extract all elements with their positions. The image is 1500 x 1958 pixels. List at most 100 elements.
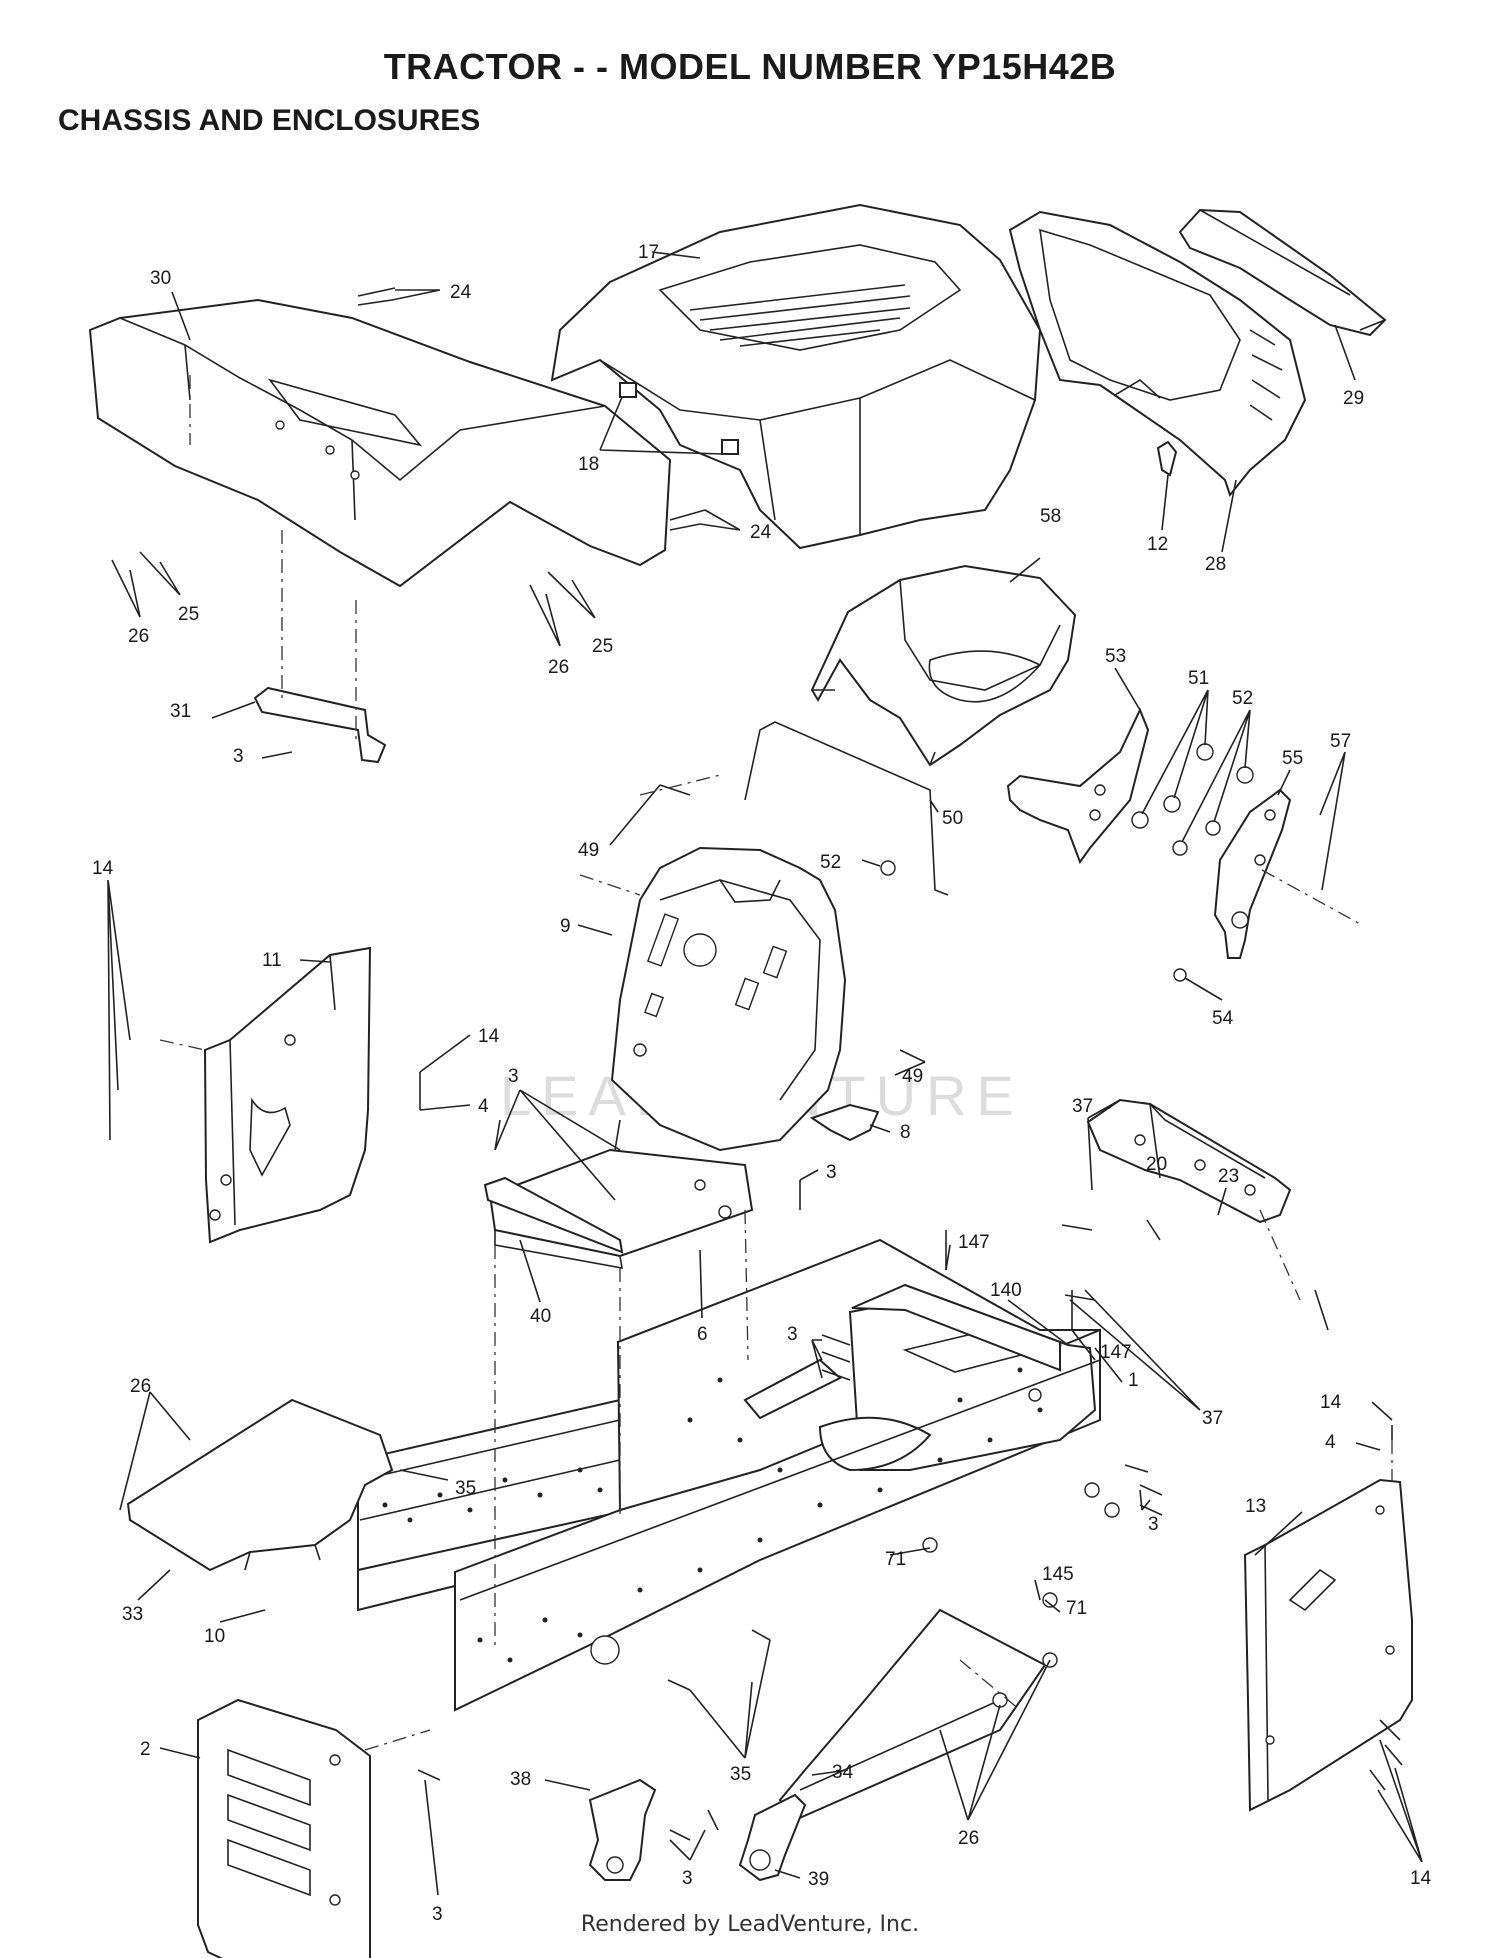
callout-20: 20 — [1146, 1154, 1167, 1175]
callout-26: 26 — [958, 1828, 979, 1849]
callout-17: 17 — [638, 242, 659, 263]
callout-3: 3 — [432, 1904, 443, 1925]
callout-14: 14 — [92, 858, 114, 879]
callout-13: 13 — [1245, 1496, 1266, 1517]
chassis-holes — [382, 1367, 1043, 1665]
callout-25: 25 — [592, 636, 613, 657]
diagram-title: TRACTOR - - MODEL NUMBER YP15H42B — [383, 46, 1117, 87]
part-17-hood — [550, 203, 1042, 550]
part-58-shroud — [810, 564, 1077, 767]
hardware-bolts — [357, 287, 1403, 1841]
callout-30: 30 — [150, 268, 171, 289]
callout-11: 11 — [262, 950, 282, 971]
callout-12: 12 — [1147, 534, 1168, 555]
callout-3: 3 — [787, 1324, 798, 1345]
part-53-bracket — [1006, 707, 1150, 865]
callout-40: 40 — [530, 1306, 551, 1327]
diagram-subtitle: CHASSIS AND ENCLOSURES — [58, 104, 481, 137]
callout-33: 33 — [122, 1604, 143, 1625]
callout-3: 3 — [1148, 1514, 1159, 1535]
callout-39: 39 — [808, 1869, 829, 1890]
part-13-side-panel — [1243, 1478, 1413, 1812]
callout-52: 52 — [1232, 688, 1253, 709]
callout-50: 50 — [942, 808, 963, 829]
callout-38: 38 — [510, 1769, 531, 1790]
callout-57: 57 — [1330, 731, 1351, 752]
part-31-bracket — [253, 686, 387, 764]
callout-18: 18 — [578, 454, 599, 475]
part-12-clip — [1156, 440, 1178, 477]
callout-31: 31 — [170, 701, 191, 722]
callout-147: 147 — [1100, 1342, 1132, 1363]
part-29-nose-cover — [1178, 208, 1387, 337]
callout-9: 9 — [560, 916, 571, 937]
callout-49: 49 — [578, 840, 599, 861]
callout-51: 51 — [1188, 668, 1209, 689]
part-50-rod — [744, 721, 949, 896]
callout-71: 71 — [1066, 1598, 1087, 1619]
callout-28: 28 — [1205, 554, 1226, 575]
callout-3: 3 — [826, 1162, 837, 1183]
callout-26: 26 — [548, 657, 569, 678]
callout-34: 34 — [832, 1762, 854, 1783]
part-18-tab-right — [721, 439, 739, 455]
callout-25: 25 — [178, 604, 199, 625]
part-33-floor-mat — [126, 1398, 394, 1572]
callout-2: 2 — [140, 1739, 151, 1760]
leader-lines — [107, 251, 1423, 1896]
hardware-51-52-nuts-washers — [1131, 743, 1254, 982]
part-39-bracket — [738, 1793, 807, 1882]
callout-49: 49 — [902, 1066, 923, 1087]
callout-37: 37 — [1202, 1408, 1223, 1429]
callout-3: 3 — [233, 746, 244, 767]
part-52-washer-upper — [880, 860, 896, 876]
callout-24: 24 — [450, 282, 472, 303]
part-11-side-panel — [203, 946, 372, 1244]
part-30-fender — [88, 298, 672, 588]
callout-14: 14 — [1410, 1868, 1432, 1889]
part-34-floor-mat — [778, 1608, 1047, 1822]
callout-147: 147 — [958, 1232, 990, 1253]
callout-6: 6 — [697, 1324, 708, 1345]
callout-labels: 17 24 30 29 18 24 12 28 25 26 25 26 58 3… — [92, 242, 1432, 1925]
part-6-floor-plate — [488, 1148, 754, 1269]
part-28-grille-housing — [1008, 210, 1307, 498]
callout-26: 26 — [128, 626, 149, 647]
callout-4: 4 — [1325, 1432, 1336, 1453]
callout-71: 71 — [885, 1549, 906, 1570]
callout-55: 55 — [1282, 748, 1303, 769]
part-20-front-bracket — [1086, 1098, 1292, 1224]
callout-14: 14 — [1320, 1392, 1342, 1413]
callout-1: 1 — [1128, 1370, 1139, 1391]
part-2-grille-plate — [197, 1698, 371, 1958]
callout-14: 14 — [478, 1026, 500, 1047]
part-9-dash-panel — [610, 846, 847, 1152]
part-1-chassis-frame — [357, 1238, 1101, 1712]
callout-53: 53 — [1105, 646, 1126, 667]
alignment-lines — [159, 375, 1393, 1751]
callout-37: 37 — [1072, 1096, 1093, 1117]
part-8-clamp — [809, 1103, 880, 1142]
part-18-tab-left — [619, 382, 637, 398]
callout-3: 3 — [682, 1868, 693, 1889]
callout-10: 10 — [204, 1626, 225, 1647]
callout-145: 145 — [1042, 1564, 1074, 1585]
callout-26: 26 — [130, 1376, 151, 1397]
callout-54: 54 — [1212, 1008, 1234, 1029]
callout-29: 29 — [1343, 388, 1364, 409]
part-40-strip — [483, 1176, 624, 1254]
callout-23: 23 — [1218, 1166, 1239, 1187]
callout-140: 140 — [990, 1280, 1022, 1301]
part-38-bracket — [588, 1778, 657, 1881]
callout-24: 24 — [750, 522, 772, 543]
callout-52: 52 — [820, 852, 841, 873]
footer-credit: Rendered by LeadVenture, Inc. — [580, 1912, 920, 1937]
part-55-bracket — [1213, 788, 1292, 959]
callout-58: 58 — [1040, 506, 1061, 527]
callout-4: 4 — [478, 1096, 489, 1117]
callout-8: 8 — [900, 1122, 911, 1143]
callout-35: 35 — [730, 1764, 751, 1785]
callout-35: 35 — [455, 1478, 476, 1499]
